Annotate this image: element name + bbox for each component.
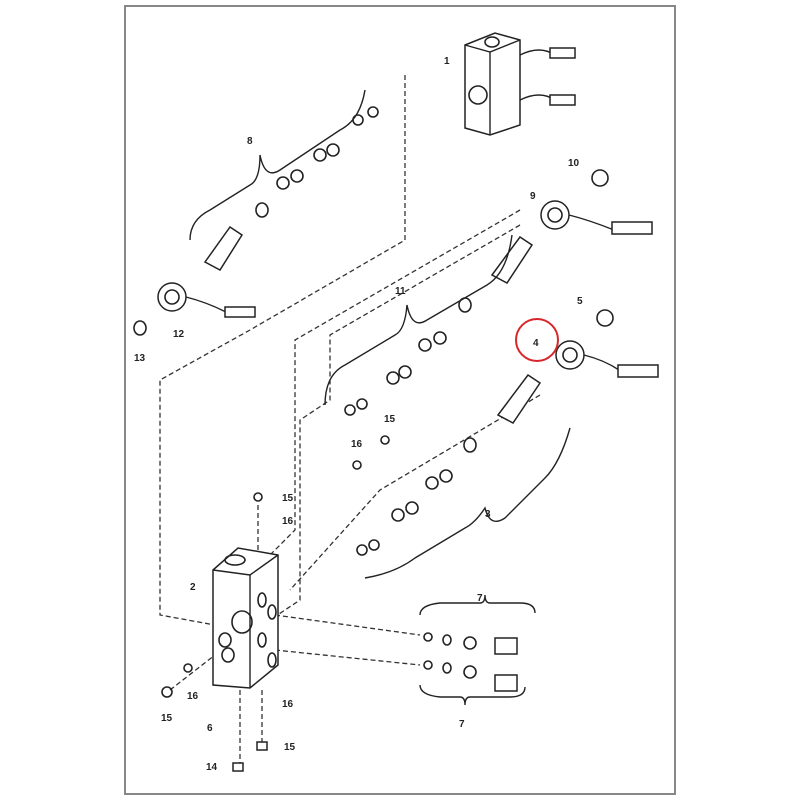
callout-3: 3 (485, 509, 491, 520)
callout-7: 7 (477, 593, 483, 604)
callout-16: 16 (282, 516, 294, 527)
callout-2: 2 (190, 582, 196, 593)
callout-4: 4 (533, 338, 539, 349)
callout-15: 15 (161, 713, 173, 724)
callout-labels: 1 8 10 9 11 12 13 5 4 15 16 15 16 3 2 7 … (134, 56, 583, 773)
callout-16: 16 (282, 699, 294, 710)
dashed-leader-lines (159, 75, 541, 765)
group-brackets (189, 89, 571, 706)
seal-kit-8 (133, 106, 379, 336)
callout-8: 8 (247, 136, 253, 147)
callout-16: 16 (351, 439, 363, 450)
callout-13: 13 (134, 353, 146, 364)
highlight-circle (515, 318, 559, 362)
callout-11: 11 (395, 286, 406, 297)
valve-block-1 (464, 32, 576, 136)
callout-5: 5 (577, 296, 583, 307)
diagram-frame (124, 5, 676, 795)
seal-kit-7 (161, 435, 518, 772)
callout-9: 9 (530, 191, 536, 202)
valve-block-2 (212, 547, 279, 689)
callout-14: 14 (206, 762, 218, 773)
callout-10: 10 (568, 158, 580, 169)
callout-6: 6 (207, 723, 213, 734)
callout-12: 12 (173, 329, 185, 340)
callout-15: 15 (282, 493, 294, 504)
callout-1: 1 (444, 56, 450, 67)
callout-7: 7 (459, 719, 465, 730)
callout-15: 15 (284, 742, 296, 753)
callout-16: 16 (187, 691, 199, 702)
seal-kit-3 (356, 309, 659, 556)
callout-15: 15 (384, 414, 396, 425)
